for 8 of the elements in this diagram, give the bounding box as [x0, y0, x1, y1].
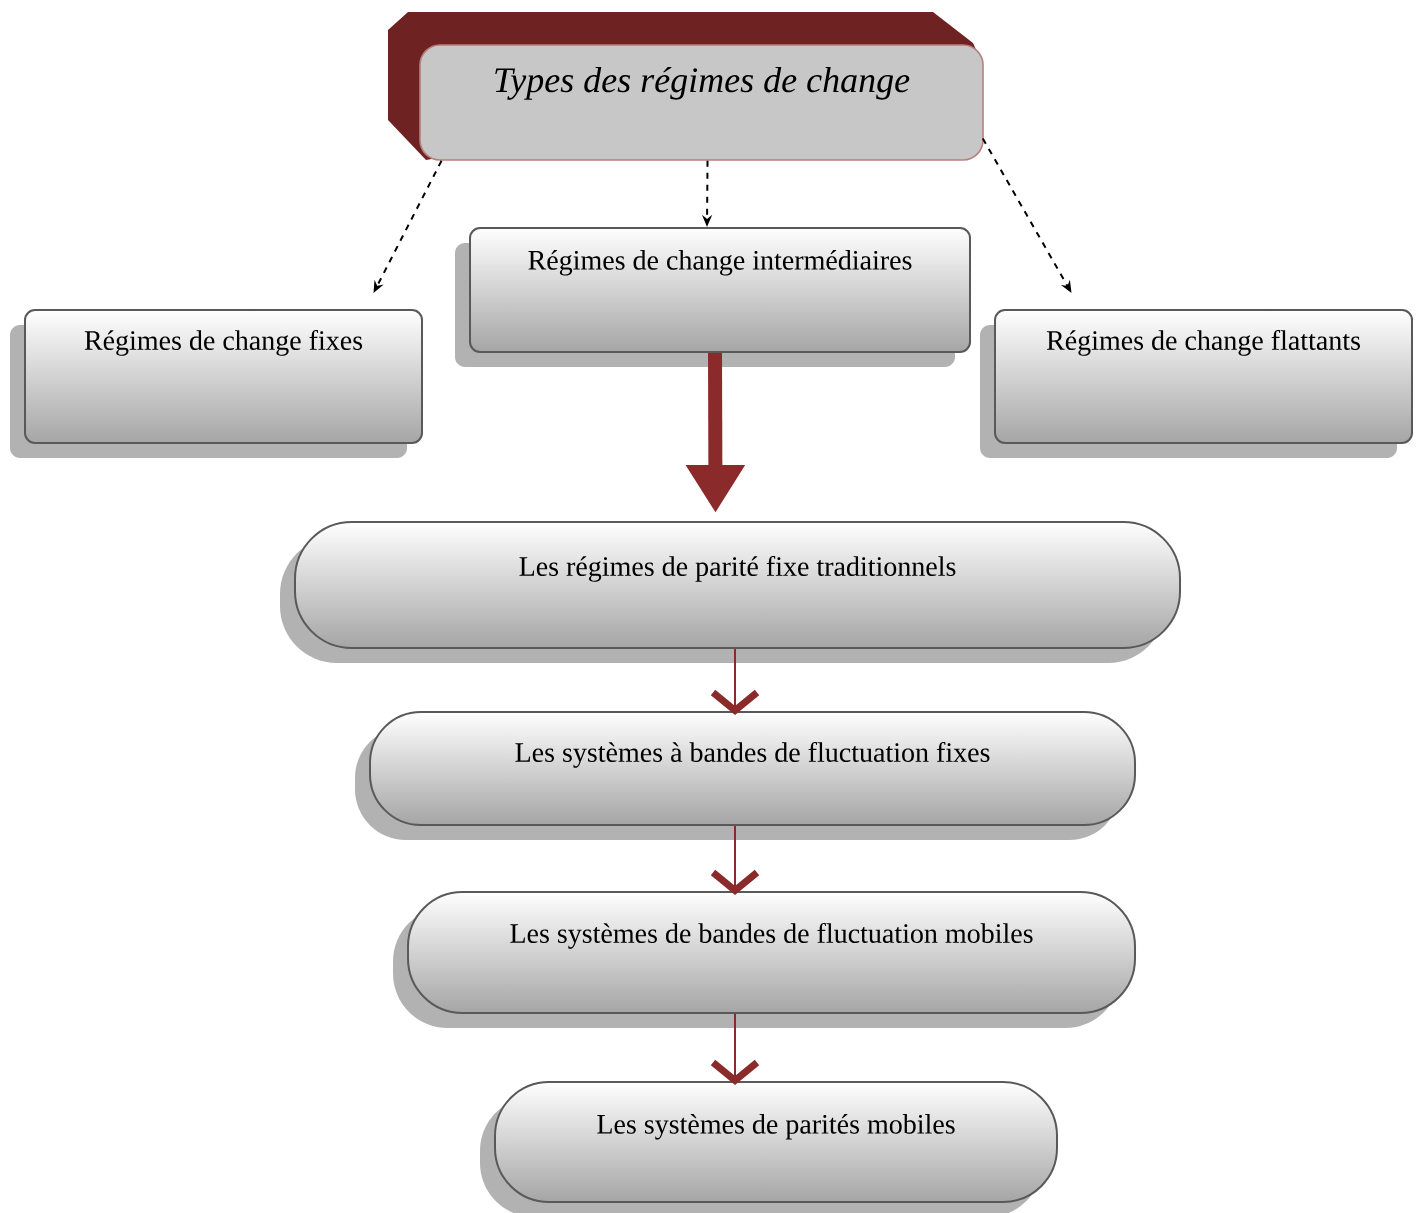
process-box: Régimes de change intermédiaires: [455, 227, 971, 367]
process-box: Régimes de change flattants: [980, 309, 1413, 458]
rounded-box: Les régimes de parité fixe traditionnels: [280, 521, 1181, 663]
rounded-box: Les systèmes de bandes de fluctuation mobiles: [393, 891, 1136, 1028]
title-box: Types des régimes de change: [388, 12, 984, 161]
process-box: Régimes de change fixes: [10, 309, 423, 458]
rounded-box: Les systèmes à bandes de fluctuation fixes: [355, 711, 1136, 840]
rounded-box: Les systèmes de parités mobiles: [480, 1081, 1058, 1213]
